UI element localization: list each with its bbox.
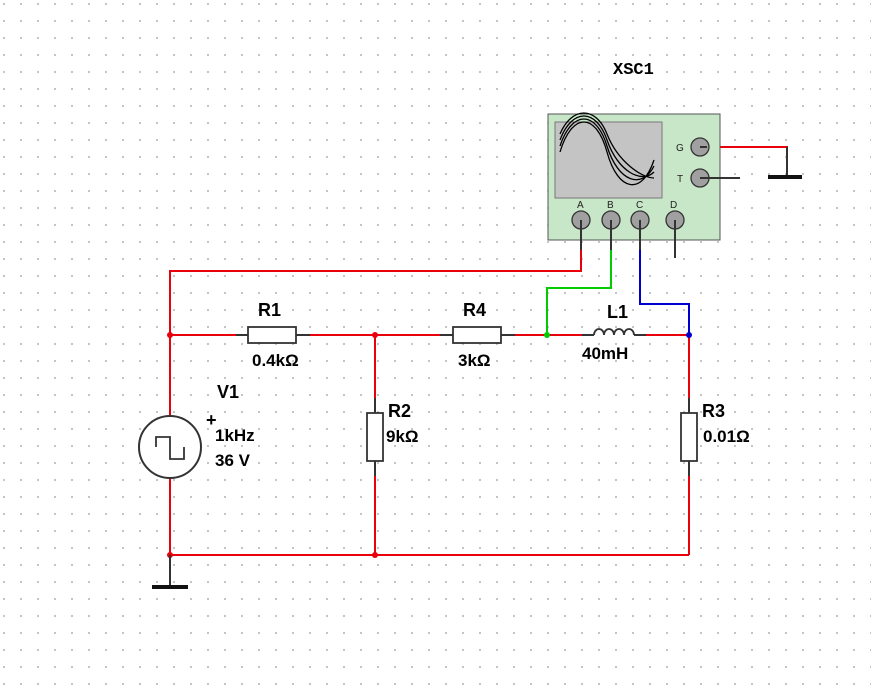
square-wave-icon (155, 436, 185, 460)
junction-dot (544, 332, 550, 338)
junction-dot (372, 552, 378, 558)
resistor-r1-name: R1 (258, 300, 281, 320)
junctions (167, 332, 692, 558)
resistor-r3-value: 0.01Ω (703, 427, 750, 446)
ground-symbol-scope (768, 147, 802, 179)
resistor-r3[interactable]: R3 0.01Ω (680, 398, 750, 476)
resistor-r1[interactable]: R1 0.4kΩ (236, 300, 310, 370)
terminal-g-label: G (676, 143, 684, 154)
source-v1-amplitude: 36 V (215, 451, 251, 470)
resistor-r2-body (366, 412, 384, 462)
inductor-l1[interactable]: L1 40mH (582, 302, 646, 363)
channel-terminals: A B C D (571, 200, 685, 258)
resistor-r1-value: 0.4kΩ (252, 351, 299, 370)
channel-c-label: C (636, 200, 643, 211)
resistor-r4-body (452, 326, 502, 344)
resistor-r4[interactable]: R4 3kΩ (440, 300, 515, 370)
channel-d-label: D (670, 200, 677, 211)
resistor-r4-name: R4 (463, 300, 486, 320)
oscilloscope-screen (554, 121, 663, 199)
resistor-r3-name: R3 (702, 401, 725, 421)
junction-dot (167, 332, 173, 338)
junction-dot (372, 332, 378, 338)
resistor-r1-body (247, 326, 297, 344)
resistor-r3-body (680, 412, 698, 462)
resistor-r2-name: R2 (388, 401, 411, 421)
channel-a-label: A (577, 200, 584, 211)
oscilloscope-xsc1[interactable]: XSC1 A B C D G T (547, 61, 740, 258)
inductor-l1-name: L1 (607, 302, 628, 322)
terminal-t-label: T (677, 174, 683, 185)
oscilloscope-label: XSC1 (613, 61, 654, 80)
source-v1-frequency: 1kHz (215, 426, 255, 445)
wire-channel-a (169, 250, 582, 416)
source-v1-name: V1 (217, 382, 239, 402)
inductor-coil-icon (593, 328, 635, 336)
waveform-icon (559, 112, 655, 186)
wire-channel-c (639, 250, 690, 335)
ground-symbol-source (152, 555, 188, 589)
wire-channel-b (546, 250, 612, 335)
resistor-r2[interactable]: R2 9kΩ (366, 398, 419, 476)
resistor-r4-value: 3kΩ (458, 351, 491, 370)
junction-dot (686, 332, 692, 338)
source-v1[interactable]: + V1 1kHz 36 V (138, 382, 255, 479)
circuit-wires (169, 146, 788, 585)
resistor-r2-value: 9kΩ (386, 427, 419, 446)
inductor-l1-value: 40mH (582, 344, 628, 363)
source-polarity: + (206, 410, 217, 430)
channel-b-label: B (607, 200, 614, 211)
